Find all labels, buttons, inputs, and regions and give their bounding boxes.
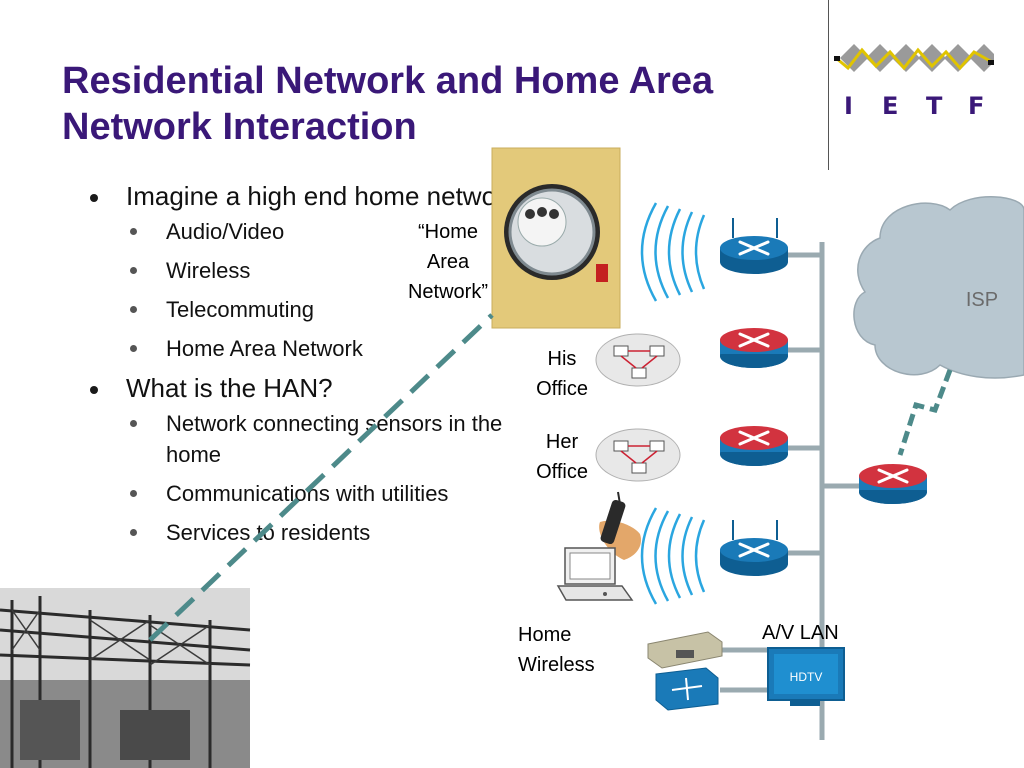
sub-bullet: Network connecting sensors in the home — [126, 408, 530, 470]
av-lan-label: A/V LAN — [762, 622, 839, 644]
wireless-waves-top — [640, 202, 706, 302]
logo-letter-f: F — [968, 92, 984, 120]
mobile-phone-icon — [599, 491, 642, 560]
his-office-label: His Office — [536, 348, 588, 400]
home-wireless-label: Home Wireless — [518, 624, 595, 676]
isp-cloud — [853, 196, 1024, 379]
router-her-office — [718, 424, 790, 468]
wireless-router-top — [718, 218, 790, 276]
bullet-text: What is the HAN? — [126, 373, 333, 403]
isp-label: ISP — [966, 289, 998, 311]
router-his-office — [718, 326, 790, 370]
slide-title: Residential Network and Home Area Networ… — [62, 60, 714, 148]
han-label: “Home Area Network” — [407, 221, 488, 303]
bullet-list: Imagine a high end home network: Audio/V… — [90, 180, 530, 556]
bullet-imagine: Imagine a high end home network: Audio/V… — [90, 180, 530, 364]
wireless-router-bottom — [718, 520, 790, 578]
hdtv-label: HDTV — [790, 670, 823, 684]
sub-bullet: Audio/Video — [126, 216, 530, 247]
sub-bullet: Communications with utilities — [126, 478, 530, 509]
his-office-lan — [595, 333, 681, 387]
set-top-box-icon — [647, 631, 723, 669]
sub-bullet: Services to residents — [126, 517, 530, 548]
bullet-text: Imagine a high end home network: — [126, 181, 525, 211]
bullet-what-is-han: What is the HAN? Network connecting sens… — [90, 372, 530, 548]
power-substation-photo — [0, 588, 251, 768]
smart-meter-photo — [491, 147, 621, 329]
logo-letter-i: I — [844, 92, 853, 120]
isp-link — [897, 369, 953, 456]
header-divider — [828, 0, 829, 170]
switch-icon — [655, 667, 719, 711]
isp-router — [857, 462, 929, 506]
logo-letter-e: E — [882, 92, 898, 120]
her-office-lan — [595, 428, 681, 482]
sub-bullet: Wireless — [126, 255, 530, 286]
sub-bullet: Telecommuting — [126, 294, 530, 325]
han-link — [148, 313, 494, 642]
sub-bullet: Home Area Network — [126, 333, 530, 364]
hdtv-icon: HDTV — [767, 647, 845, 706]
logo-letter-t: T — [926, 92, 943, 120]
laptop-icon — [556, 547, 634, 601]
wireless-waves-bottom — [640, 507, 706, 605]
her-office-label: Her Office — [536, 431, 588, 483]
ietf-logo: I E T F — [834, 44, 994, 120]
